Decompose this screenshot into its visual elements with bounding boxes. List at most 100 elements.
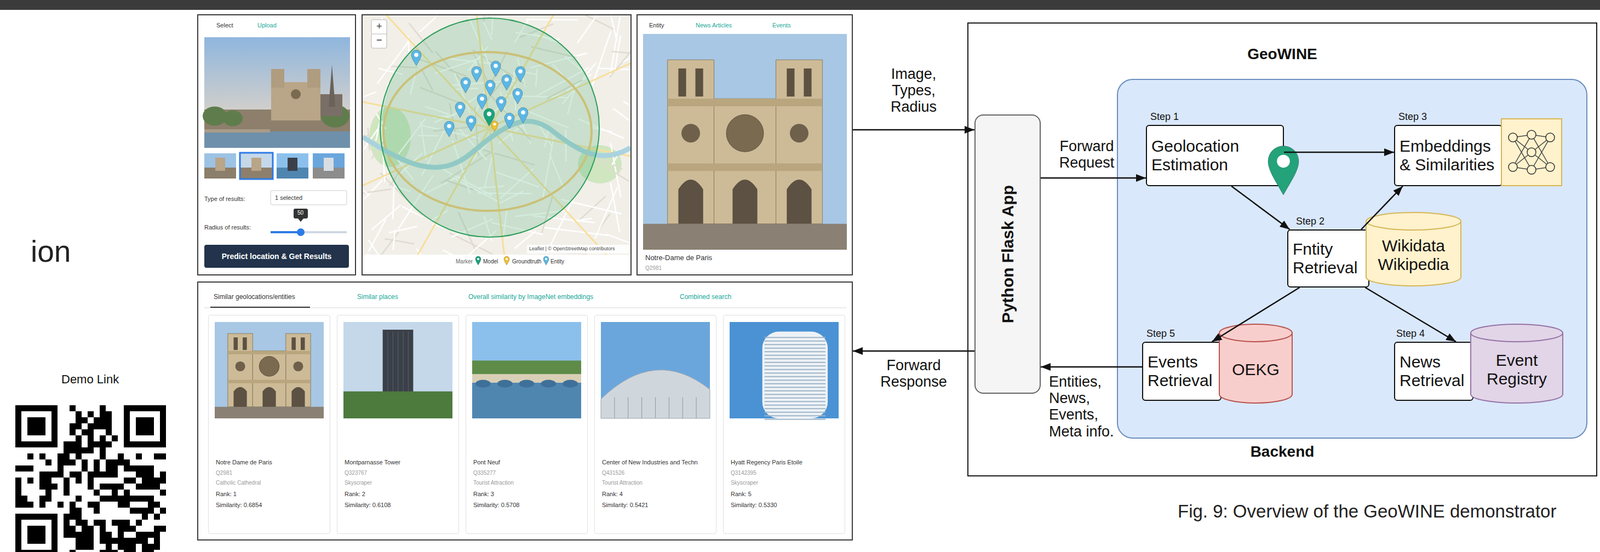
qr-module <box>141 549 148 552</box>
ui-text: 1 selected <box>274 194 303 202</box>
qr-module <box>123 465 130 472</box>
card-text: Q2981 <box>215 469 233 477</box>
result-card: Center of New Industries and TechnQ43152… <box>594 314 717 535</box>
text-anchor: Similarity: 0.5421 <box>601 501 648 509</box>
qr-module <box>135 519 142 526</box>
qr-module <box>69 447 76 454</box>
qr-module <box>63 483 70 490</box>
card-text: Tourist Attraction <box>601 479 643 487</box>
qr-module <box>39 501 46 508</box>
qr-module <box>147 531 154 538</box>
qr-module <box>81 519 88 526</box>
text-anchor: 1 selected <box>274 194 303 202</box>
facade <box>252 351 286 407</box>
card-text: Q335277 <box>473 469 496 477</box>
qr-module <box>105 483 112 490</box>
ui-text: Upload <box>257 21 277 30</box>
qr-module <box>87 423 94 430</box>
qr-module <box>153 531 160 538</box>
street <box>592 31 611 86</box>
database-label: OEKG <box>1224 360 1288 380</box>
text-anchor: Tourist Attraction <box>473 479 514 487</box>
street <box>371 205 401 231</box>
edge-label: Entities, News, Events, Meta info. <box>1048 373 1126 440</box>
qr-module <box>135 537 142 544</box>
text-anchor: Entity <box>550 258 565 266</box>
qr-module <box>87 501 94 508</box>
tower-window <box>695 68 704 97</box>
tower-line <box>408 331 409 398</box>
sky <box>472 322 582 419</box>
qr-module <box>15 501 22 508</box>
edge-label: Image, Types, Radius <box>883 65 944 116</box>
tower <box>776 59 823 224</box>
window-row <box>764 372 826 374</box>
thumbnail <box>204 153 237 179</box>
text-anchor: Similar geolocations/entities <box>213 293 296 302</box>
card-text: Hyatt Regency Paris Etoile <box>730 459 803 467</box>
window-row <box>764 404 826 406</box>
entity-pin-dot <box>474 69 479 74</box>
street <box>594 187 618 239</box>
qr-module <box>75 531 82 538</box>
qr-module <box>159 525 166 532</box>
qr-module <box>111 519 118 526</box>
qr-module <box>45 483 52 490</box>
street <box>362 92 377 103</box>
arrow-connector <box>1283 151 1395 154</box>
qr-module <box>99 495 106 502</box>
thumbnail <box>312 153 345 179</box>
legend-pin <box>475 256 481 266</box>
window-row <box>764 376 826 378</box>
qr-module <box>21 501 28 508</box>
qr-module <box>39 495 46 502</box>
card-text: Center of New Industries and Techn <box>601 459 698 467</box>
qr-module <box>69 459 76 466</box>
window-row <box>764 411 826 414</box>
qr-module <box>45 471 52 478</box>
net-neuron <box>1545 133 1555 142</box>
qr-module <box>135 507 142 514</box>
card-text: Similarity: 0.5708 <box>473 501 520 509</box>
tower-line <box>387 331 388 398</box>
card-text: Rank: 2 <box>344 490 366 498</box>
qr-finder <box>15 513 58 552</box>
qr-module <box>15 483 22 490</box>
text-anchor: Pont Neuf <box>473 459 501 467</box>
window-row <box>764 386 826 388</box>
window-row <box>764 400 826 403</box>
qr-module <box>63 441 70 448</box>
text-anchor: Backend <box>968 443 1597 461</box>
rose-window <box>726 114 764 152</box>
edge-label: Forward Response <box>878 357 950 391</box>
qr-module <box>39 471 46 478</box>
street <box>368 253 371 255</box>
qr-module <box>75 519 82 526</box>
database-label: Event Registry <box>1475 351 1558 389</box>
tower <box>271 69 285 88</box>
qr-module <box>75 435 82 442</box>
glass-line <box>682 397 684 419</box>
qr-module <box>117 543 124 550</box>
qr-module <box>105 429 112 436</box>
street <box>610 182 620 233</box>
ui-text: Notre-Dame de Paris <box>645 254 713 263</box>
text-anchor: Entities, News, Events, Meta info. <box>1048 373 1126 440</box>
qr-module <box>135 495 142 502</box>
qr-module <box>57 465 64 472</box>
qr-module <box>105 417 112 424</box>
qr-module <box>81 447 88 454</box>
qr-module <box>111 549 118 552</box>
qr-module <box>117 537 124 544</box>
ui-text: 50 <box>297 209 304 217</box>
qr-module <box>147 471 154 478</box>
qr-module <box>81 531 88 538</box>
sky <box>204 37 351 148</box>
frame-title: GeoWINE <box>968 45 1597 63</box>
quay <box>204 129 271 133</box>
qr-module <box>99 471 106 478</box>
window-row <box>764 390 826 392</box>
process-label: Embeddings & Similarities <box>1399 136 1498 175</box>
qr-module <box>81 465 88 472</box>
arrow-connector <box>1365 287 1457 342</box>
